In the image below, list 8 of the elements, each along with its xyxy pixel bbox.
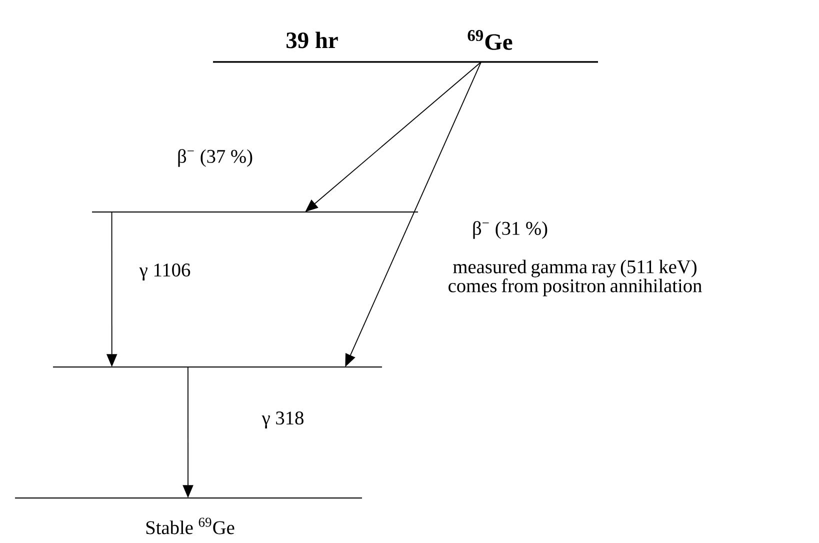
edge-label: β$^{−}$ (37 %) [176, 148, 254, 168]
level-label: Stable $^{69}$Ge [146, 518, 234, 534]
edge-label: γ 318 [260, 410, 306, 430]
half-life-label: 39 hr [286, 32, 338, 48]
edge-label: γ 1106 [138, 262, 192, 282]
note-text: measured gamma ray (511 keV) comes from positron annihilation [448, 260, 702, 296]
edge-label: β$^{−}$ (31 %) [470, 220, 550, 240]
nuclide-label: $^{69}$Ge [468, 30, 512, 50]
